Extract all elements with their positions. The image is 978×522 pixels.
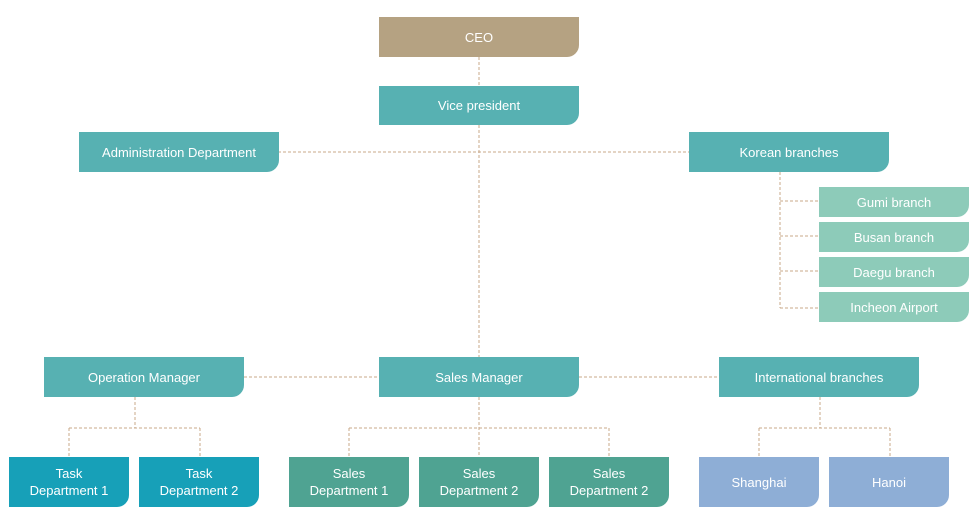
node-sales-manager-label: Sales Manager: [435, 369, 523, 385]
node-sales-manager: Sales Manager: [379, 357, 579, 397]
node-sales-department-3-line1: Sales: [592, 466, 626, 481]
node-korean-branches-label: Korean branches: [739, 144, 839, 160]
node-sales-department-2-line1: Sales: [462, 466, 496, 481]
node-administration-department: Administration Department: [79, 132, 279, 172]
node-sales-department-1: Sales Department 1: [289, 457, 409, 507]
node-operation-manager-label: Operation Manager: [87, 369, 200, 385]
node-operation-manager: Operation Manager: [44, 357, 244, 397]
node-sales-department-1-line2: Department 1: [309, 483, 389, 498]
node-sales-department-2: Sales Department 2: [419, 457, 539, 507]
node-incheon-airport-label: Incheon Airport: [850, 299, 938, 315]
node-shanghai: Shanghai: [699, 457, 819, 507]
node-task-department-2: Task Department 2: [139, 457, 259, 507]
node-sales-department-1-line1: Sales: [332, 466, 366, 481]
node-international-branches-label: International branches: [754, 369, 884, 385]
node-busan-branch: Busan branch: [819, 222, 969, 252]
node-ceo-label: CEO: [464, 29, 494, 45]
node-task-department-2-line1: Task: [185, 466, 213, 481]
node-international-branches: International branches: [719, 357, 919, 397]
node-task-department-2-line2: Department 2: [159, 483, 239, 498]
node-shanghai-label: Shanghai: [731, 474, 787, 490]
node-daegu-branch-label: Daegu branch: [853, 264, 935, 280]
node-vice-president: Vice president: [379, 86, 579, 125]
node-vice-president-label: Vice president: [437, 98, 521, 113]
node-hanoi-label: Hanoi: [872, 474, 906, 490]
node-administration-department-label: Administration Department: [102, 144, 256, 160]
node-busan-branch-label: Busan branch: [853, 229, 935, 245]
node-task-department-1-line2: Department 1: [29, 483, 109, 498]
node-task-department-1-line1: Task: [55, 466, 83, 481]
node-korean-branches: Korean branches: [689, 132, 889, 172]
node-gumi-branch-label: Gumi branch: [856, 194, 932, 210]
node-gumi-branch: Gumi branch: [819, 187, 969, 217]
node-daegu-branch: Daegu branch: [819, 257, 969, 287]
node-incheon-airport: Incheon Airport: [819, 292, 969, 322]
node-hanoi: Hanoi: [829, 457, 949, 507]
node-sales-department-2-line2: Department 2: [439, 483, 519, 498]
node-sales-department-3: Sales Department 2: [549, 457, 669, 507]
node-sales-department-3-line2: Department 2: [569, 483, 649, 498]
node-ceo: CEO: [379, 17, 579, 57]
node-task-department-1: Task Department 1: [9, 457, 129, 507]
